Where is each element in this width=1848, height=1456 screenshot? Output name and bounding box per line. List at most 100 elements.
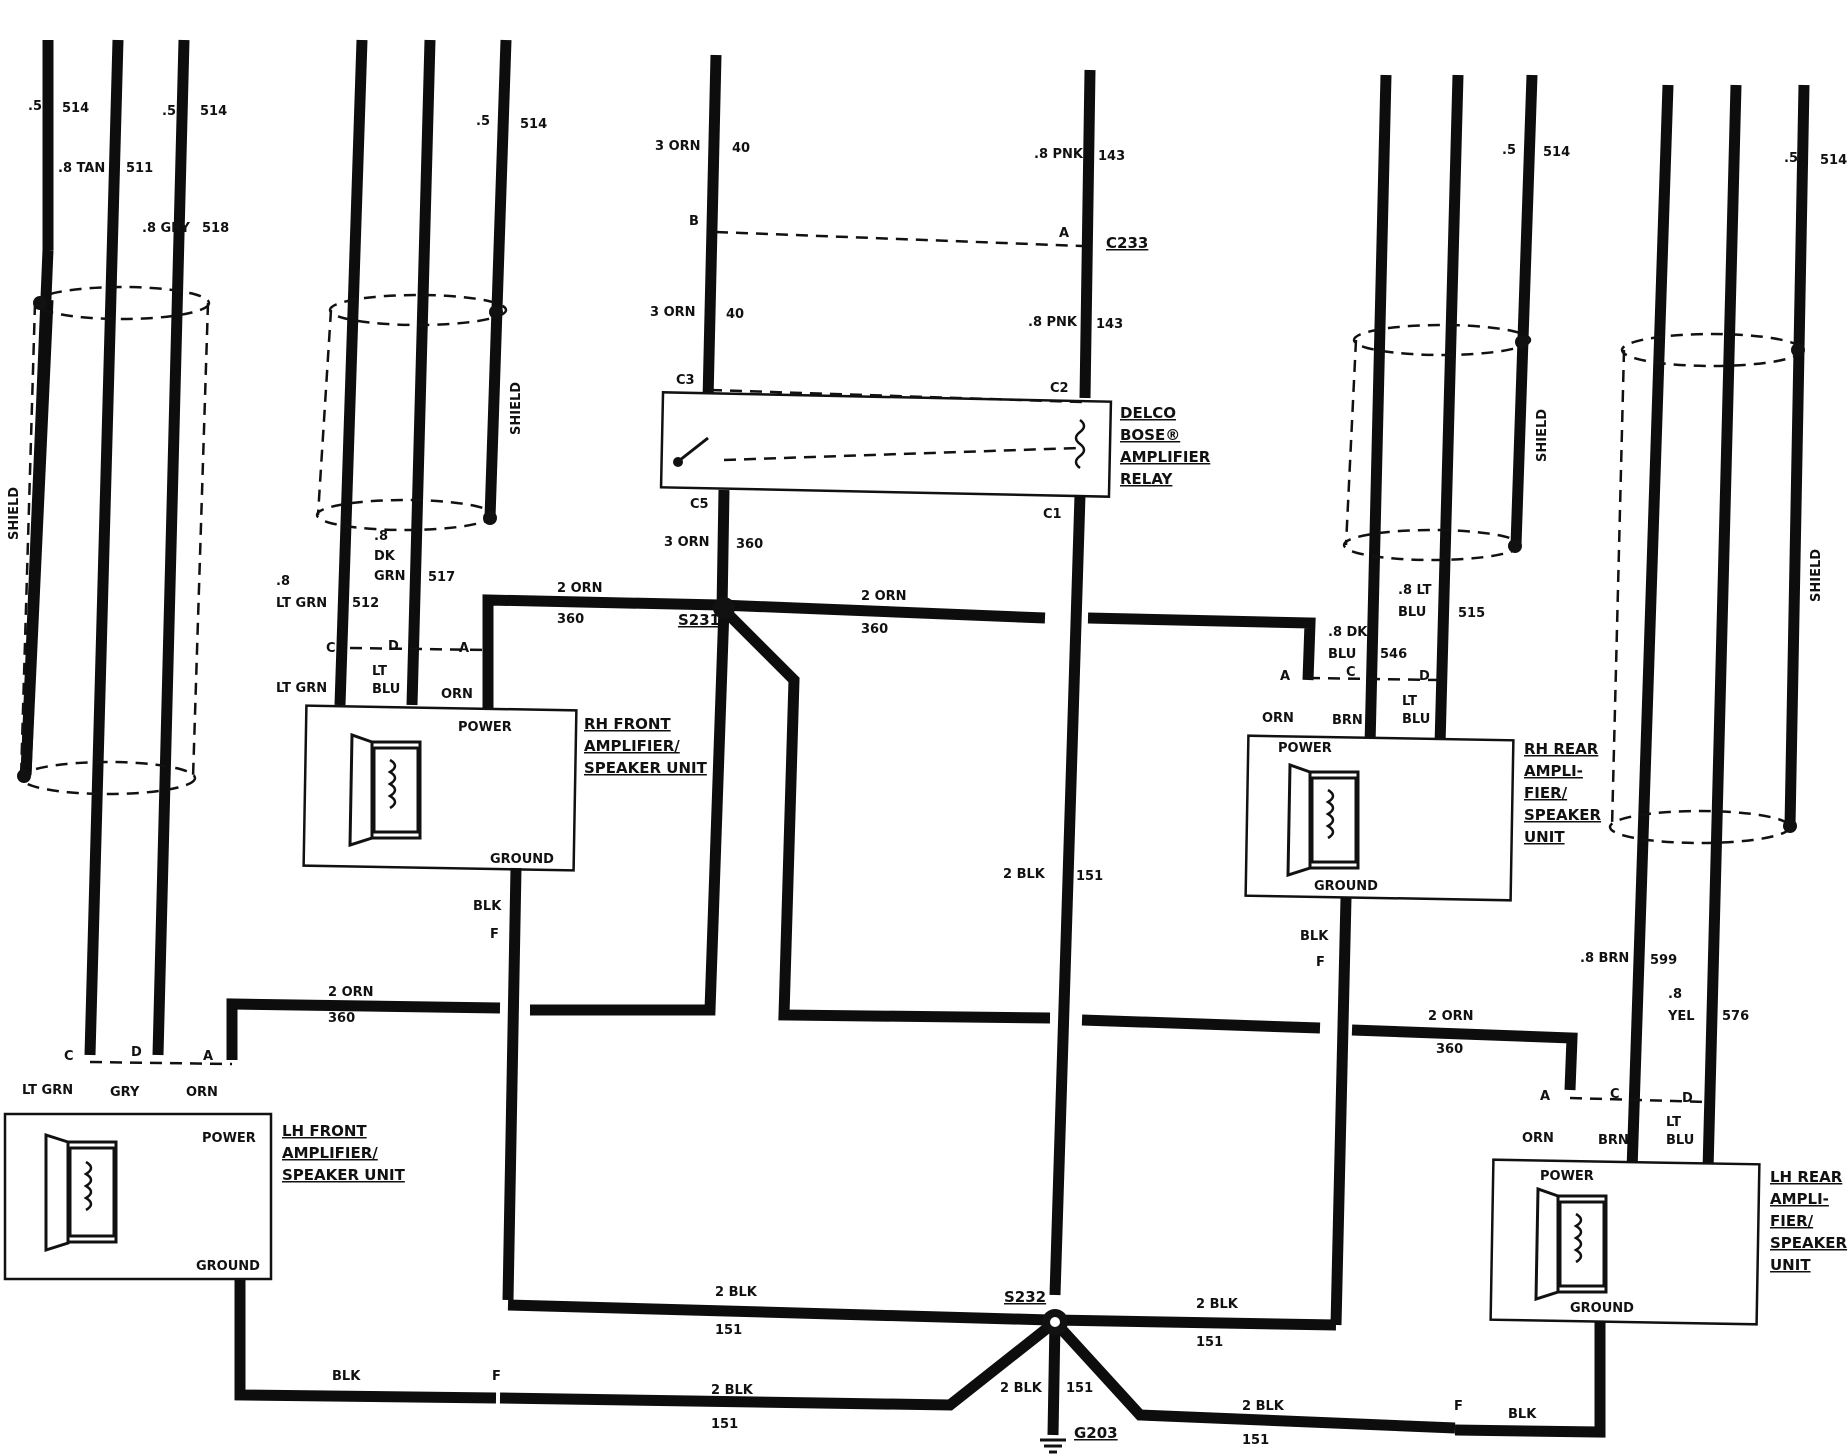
rh-rear-wire-546 xyxy=(1364,74,1392,746)
lh-front-ground-wire xyxy=(234,1280,497,1404)
lh-front-power-label: POWER xyxy=(202,1131,256,1146)
feed3-size: 2 ORN xyxy=(328,985,374,1000)
relay-in1-size: 3 ORN xyxy=(655,139,701,154)
rh-rear-ground-label: GROUND xyxy=(1314,879,1378,894)
left-wire-518 xyxy=(152,39,190,1056)
rh-rear-ground-wire xyxy=(1330,897,1352,1326)
rh-rear-shield-dot-bottom xyxy=(1508,539,1522,553)
rh-front-shield-dot-bottom xyxy=(483,511,497,525)
rh-rear-shield-label: SHIELD xyxy=(1535,409,1550,462)
feed-down-left xyxy=(530,607,730,1016)
lh-rear-ground-label: GROUND xyxy=(1570,1301,1634,1316)
rh-front-pin-c: C xyxy=(326,641,336,656)
rh-front-shield-group: .5 514 SHIELD xyxy=(315,39,547,706)
gnd6-num: 151 xyxy=(1242,1433,1269,1448)
rh-front-pin-a: A xyxy=(459,641,469,656)
lh-front-speaker-icon xyxy=(44,1132,118,1253)
lh-front-unit-box xyxy=(3,1112,273,1281)
ground-from-rh-rear xyxy=(1054,1314,1337,1331)
lh-rear-color-a: ORN xyxy=(1522,1131,1554,1146)
left-shield-side xyxy=(191,302,210,779)
relay-group: 3 ORN 40 .8 PNK 143 B A C233 3 ORN 40 .8… xyxy=(650,54,1211,1296)
c233-pin-b: B xyxy=(689,214,699,229)
lh-rear-pin-d: D xyxy=(1682,1091,1693,1106)
relay-wire-143 xyxy=(1079,69,1096,399)
left-wire4-size: .8 GRY xyxy=(142,221,190,236)
rh-front-drain-wire xyxy=(484,39,512,519)
gnd4-num: 151 xyxy=(711,1417,738,1432)
feed2-num: 360 xyxy=(861,622,888,637)
feed3-num: 360 xyxy=(328,1011,355,1026)
left-wire2-size: .8 TAN xyxy=(58,161,105,176)
left-wire2-num: 511 xyxy=(126,161,153,176)
gnd1-size: 2 BLK xyxy=(715,1285,758,1300)
relay-out3-num: 360 xyxy=(736,537,763,552)
c233-connector-line xyxy=(715,230,1083,248)
rh-front-blk: BLK xyxy=(473,899,502,914)
rh-rear-speaker-icon xyxy=(1286,762,1360,878)
rh-rear-color-c: BRN xyxy=(1332,713,1363,728)
rh-rear-drain-size: .5 xyxy=(1502,143,1516,158)
rh-rear-power-label: POWER xyxy=(1278,741,1332,756)
ground-to-g203 xyxy=(1047,1321,1061,1436)
rh-rear-shield-top xyxy=(1352,323,1532,357)
rh-rear-in2-num: 515 xyxy=(1458,606,1485,621)
g203-label: G203 xyxy=(1074,1424,1118,1442)
rh-rear-blk: BLK xyxy=(1300,929,1329,944)
c233-pin-a: A xyxy=(1059,226,1069,241)
lh-rear-shield-top xyxy=(1620,332,1804,368)
gnd2-size: 2 BLK xyxy=(1003,867,1046,882)
lh-rear-shield-label: SHIELD xyxy=(1809,549,1824,602)
rh-front-shield-dot-top xyxy=(489,305,503,319)
left-wire1-num: 514 xyxy=(62,101,89,116)
relay-box xyxy=(659,391,1113,498)
relay-in1-num: 40 xyxy=(732,141,750,156)
feed2-size: 2 ORN xyxy=(861,589,907,604)
lh-rear-wire-576 xyxy=(1702,84,1742,1171)
lh-front-unit-group: C D A LT GRN GRY ORN POWER GROUND LH FRO… xyxy=(3,1045,501,1404)
rh-rear-color-a: ORN xyxy=(1262,711,1294,726)
lh-front-pin-c: C xyxy=(64,1049,74,1064)
s231-splice-dot xyxy=(713,597,735,619)
left-wire1-size: .5 xyxy=(28,99,42,114)
lh-rear-shield-bottom xyxy=(1608,809,1792,845)
rh-front-power-label: POWER xyxy=(458,720,512,735)
relay-coil-icon xyxy=(1074,419,1086,469)
relay-out2-num: 143 xyxy=(1096,317,1123,332)
rh-front-pin-d: D xyxy=(388,639,399,654)
lh-rear-shield-dot-top xyxy=(1791,343,1805,357)
lh-front-f-pin: F xyxy=(492,1369,501,1384)
rh-front-wire-512 xyxy=(334,39,368,706)
left-wire-511 xyxy=(84,39,124,1056)
lh-rear-wire-599 xyxy=(1626,84,1674,1171)
lh-rear-drain-num: 514 xyxy=(1820,153,1847,168)
lh-rear-power-label: POWER xyxy=(1540,1169,1594,1184)
lh-rear-color-c: BRN xyxy=(1598,1133,1629,1148)
relay-internal-top xyxy=(709,388,1083,404)
gnd3-num: 151 xyxy=(1196,1335,1223,1350)
lh-rear-connector-line xyxy=(1569,1096,1709,1104)
rh-front-unit-box xyxy=(302,704,578,872)
rh-rear-wire-515 xyxy=(1434,74,1464,746)
relay-pin-c5: C5 xyxy=(690,497,709,512)
relay-out1-num: 40 xyxy=(726,307,744,322)
rh-front-color-a: ORN xyxy=(441,687,473,702)
relay-out3-size: 3 ORN xyxy=(664,535,710,550)
rh-front-in2-num: 517 xyxy=(428,570,455,585)
ground-splice-group: S232 G203 2 BLK 151 2 BLK 151 2 BLK 151 … xyxy=(499,867,1456,1454)
lh-rear-drain-wire xyxy=(1784,84,1810,827)
rh-front-drain-size: .5 xyxy=(476,114,490,129)
lh-front-color-c: LT GRN xyxy=(22,1083,73,1098)
rh-front-drain-num: 514 xyxy=(520,117,547,132)
lh-front-blk: BLK xyxy=(332,1369,361,1384)
rh-front-f-pin: F xyxy=(490,927,499,942)
relay-pin-c2: C2 xyxy=(1050,381,1069,396)
